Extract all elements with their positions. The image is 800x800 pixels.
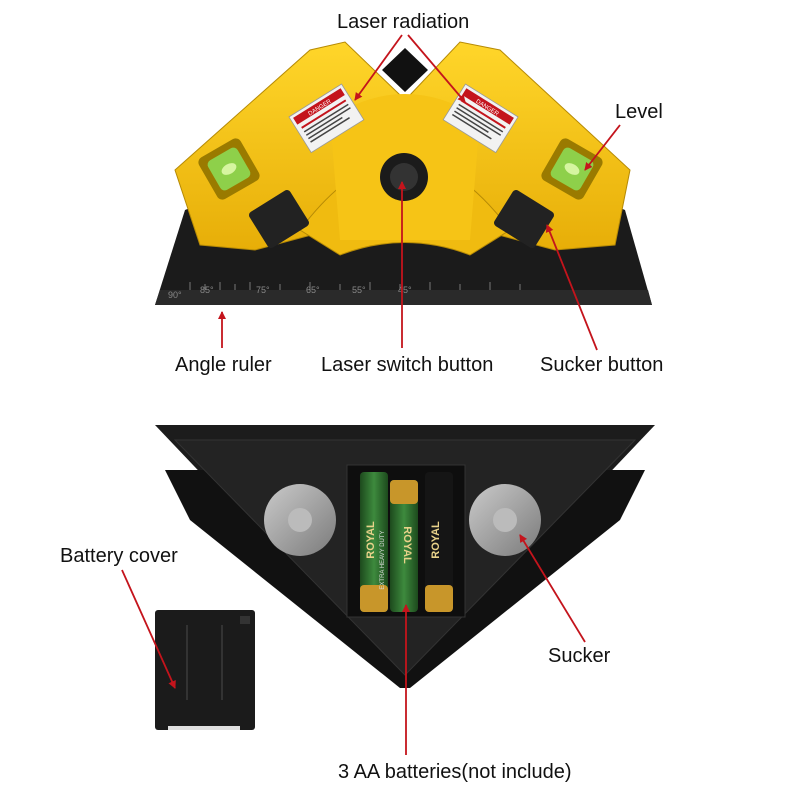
ruler-tick-label: 85°	[200, 285, 214, 295]
ruler-ticks	[189, 282, 521, 290]
battery-cover	[155, 610, 255, 730]
label-sucker-button: Sucker button	[540, 354, 664, 376]
ruler-tick-label: 75°	[256, 285, 270, 295]
sucker-left	[264, 484, 336, 556]
laser-emitter-window	[382, 48, 428, 92]
sucker-right	[469, 484, 541, 556]
battery-subtitle: EXTRA HEAVY DUTY	[380, 530, 386, 589]
battery-brand: ROYAL	[430, 521, 442, 559]
annotation-arrows	[121, 34, 621, 755]
battery-brand: ROYAL	[365, 521, 377, 559]
bubble-level-left	[198, 138, 260, 200]
battery-2	[390, 480, 418, 612]
warning-label-left: DANGER	[288, 83, 365, 154]
ruler-tick-label: 65°	[306, 285, 320, 295]
label-level: Level	[615, 101, 663, 123]
ruler-tick-label: 90°	[168, 290, 182, 300]
sucker-button-right[interactable]	[493, 188, 556, 249]
bubble-level-right	[541, 138, 603, 200]
label-battery-cover: Battery cover	[60, 545, 178, 567]
label-sucker: Sucker	[548, 645, 611, 667]
device-back-side: ROYAL ROYAL ROYAL EXTRA HEAVY DUTY	[155, 425, 655, 730]
sucker-button-left[interactable]	[248, 188, 311, 249]
battery-3	[425, 472, 453, 612]
label-laser-switch-button: Laser switch button	[321, 354, 494, 376]
battery-brand: ROYAL	[401, 526, 413, 564]
ruler-tick-label: 55°	[352, 285, 366, 295]
label-laser-radiation: Laser radiation	[337, 11, 470, 33]
ruler-tick-label: 45°	[398, 285, 412, 295]
battery-1	[360, 472, 388, 612]
laser-level-device: DANGER DANGER	[155, 41, 652, 305]
label-batteries: 3 AA batteries(not include)	[338, 761, 572, 783]
label-angle-ruler: Angle ruler	[175, 354, 272, 376]
warning-label-right: DANGER	[442, 83, 519, 154]
